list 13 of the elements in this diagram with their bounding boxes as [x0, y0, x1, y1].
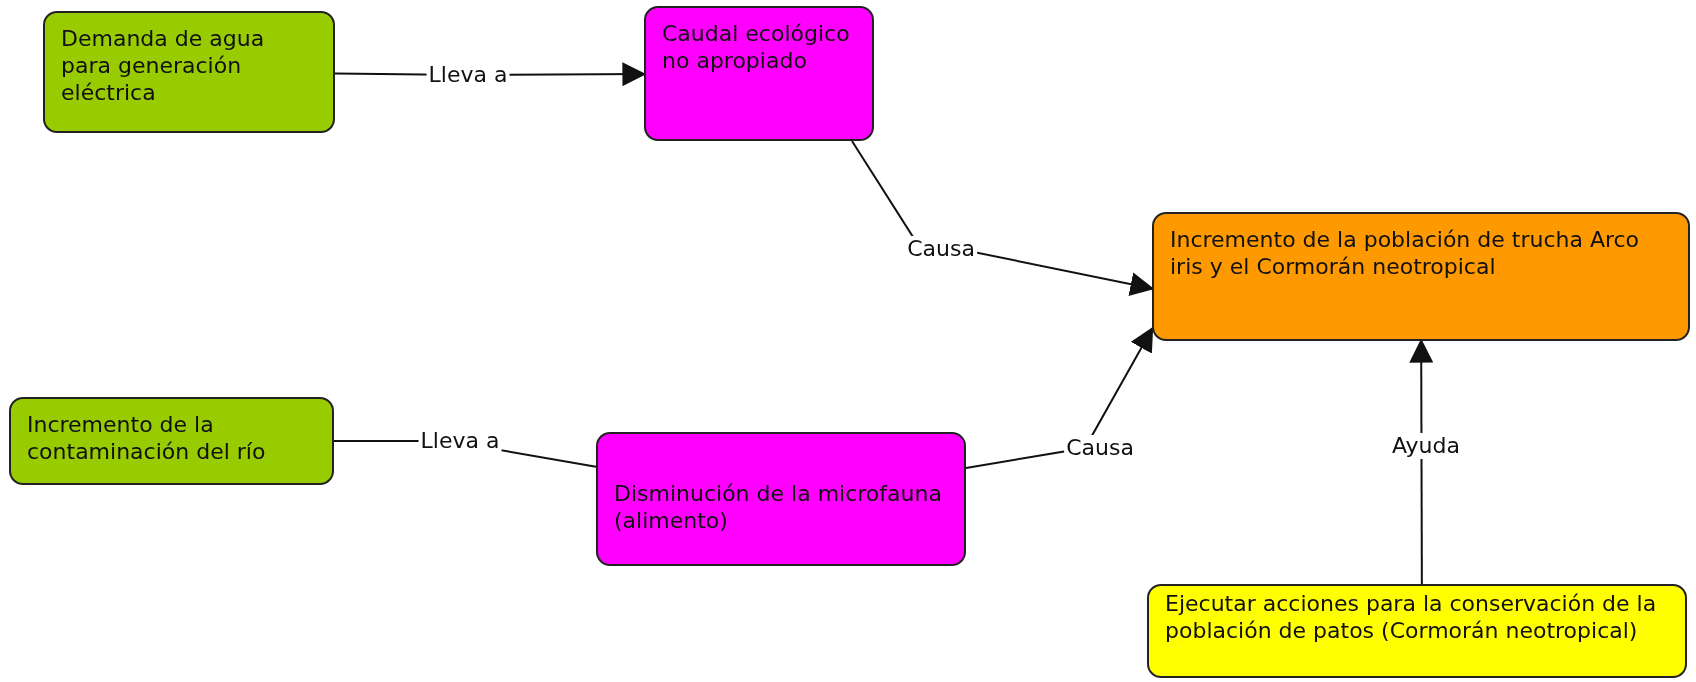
concept-text: Ejecutar acciones para la conservación de la población de patos (Cormorán neotropical): [1165, 590, 1658, 644]
concept-box: [644, 6, 874, 141]
concept-text: Incremento de la población de trucha Arco iris y el Cormorán neotropical: [1170, 226, 1641, 280]
concept-text: Caudal ecológico no apropiado: [662, 20, 851, 74]
concept-box: [43, 11, 335, 133]
concept-box: [1147, 584, 1687, 678]
concept-text: Disminución de la microfauna (alimento): [614, 480, 943, 534]
concept-text: Incremento de la contaminación del río: [27, 411, 267, 465]
concept-text: Demanda de agua para generación eléctrica: [61, 25, 266, 106]
concept-box: [596, 432, 966, 566]
concept-box: [9, 397, 334, 485]
connector: [1409, 338, 1434, 585]
concept-box: [1152, 212, 1690, 341]
